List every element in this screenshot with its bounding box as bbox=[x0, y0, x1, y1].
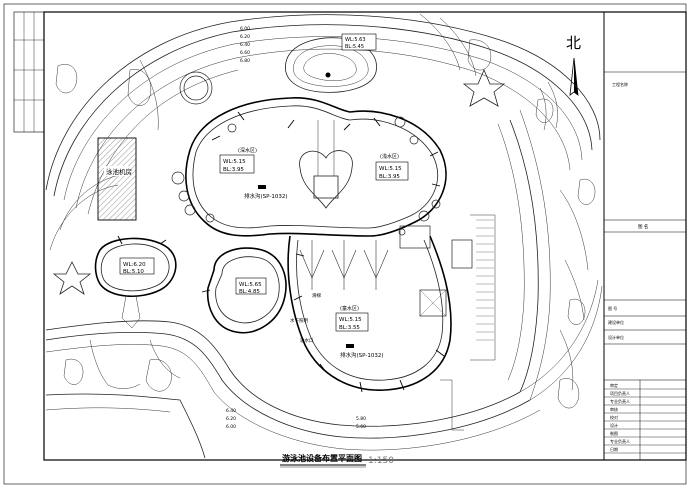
drain-a: 排水沟(SP-1032) bbox=[244, 192, 287, 200]
site-contours bbox=[45, 13, 603, 459]
elev-7: 6.20 bbox=[226, 416, 236, 422]
equipment-ticks bbox=[117, 111, 445, 393]
kids-pool: WL:6.20 BL:5.10 bbox=[94, 237, 177, 329]
drawing-scale: 1:150 bbox=[368, 456, 394, 466]
deep-zone-label: (深水区) bbox=[238, 147, 257, 154]
water-inlet-label: 进水口 bbox=[300, 337, 314, 344]
title-block-discipline-lead: 专业负责人 bbox=[610, 398, 630, 404]
elev-10: 5.60 bbox=[356, 424, 366, 430]
beach-entry-lines bbox=[299, 240, 389, 290]
title-block-date: 日期 bbox=[610, 446, 618, 452]
bl-shallow: BL:3.95 bbox=[379, 174, 400, 180]
title-block-reviewer: 审核 bbox=[610, 406, 618, 412]
title-block-approver: 审定 bbox=[610, 382, 618, 388]
elev-5: 6.80 bbox=[240, 58, 250, 64]
deep-zone-labels: (深水区) WL:5.15 BL:3.95 排水沟(SP-1032) bbox=[219, 147, 287, 200]
wl-shallow: WL:5.15 bbox=[379, 166, 402, 172]
title-block-designer: 设计 bbox=[610, 422, 618, 428]
title-block-discipline-lead-2: 专业负责人 bbox=[610, 438, 630, 444]
elev-8: 6.00 bbox=[226, 424, 236, 430]
title-block-drawing-no: 图 号 bbox=[608, 305, 617, 311]
right-structures bbox=[399, 214, 496, 431]
equipment-room-label: 泳池机房 bbox=[106, 167, 132, 176]
kids-zone-label: (童水区) bbox=[340, 305, 359, 312]
drawing-title-block: 游泳池设备布置平面图 1:150 bbox=[280, 453, 394, 468]
round-features bbox=[171, 71, 441, 236]
elev-6: 6.40 bbox=[226, 408, 236, 414]
shallow-zone-label: (浅水区) bbox=[380, 153, 399, 160]
elev-2: 6.20 bbox=[240, 34, 250, 40]
north-arrow: 北 bbox=[566, 34, 581, 96]
elev-4: 6.60 bbox=[240, 50, 250, 56]
bl-top: BL:5.45 bbox=[345, 44, 364, 50]
elev-1: 6.00 bbox=[240, 26, 250, 32]
bl-kids: BL:5.10 bbox=[123, 269, 144, 275]
bl-main: BL:3.55 bbox=[339, 325, 360, 331]
wl-top: WL:5.63 bbox=[345, 37, 366, 43]
drawing-title: 游泳池设备布置平面图 bbox=[282, 453, 362, 463]
small-round-pool: WL:5.65 BL:4.85 bbox=[206, 247, 287, 334]
title-block-project-lead: 项目负责人 bbox=[610, 390, 630, 396]
inner-border bbox=[43, 11, 687, 461]
north-label: 北 bbox=[566, 34, 581, 52]
main-pool-labels: (童水区) WL:5.15 BL:3.55 排水沟(SP-1032) 滑梯 水下… bbox=[290, 292, 383, 359]
equipment-room: 泳池机房 bbox=[97, 137, 137, 221]
underwater-light-label: 水下照明 bbox=[290, 317, 308, 324]
title-block-drafter: 制图 bbox=[610, 430, 618, 436]
shallow-zone-labels: (浅水区) WL:5.15 BL:3.95 bbox=[375, 153, 409, 181]
title-block-checker: 校对 bbox=[610, 414, 618, 420]
planting-islands bbox=[52, 39, 596, 409]
title-block-project: 工程名称 bbox=[612, 81, 628, 87]
title-block-drawing-name: 图 名 bbox=[638, 223, 648, 230]
wl-main: WL:5.15 bbox=[339, 317, 362, 323]
elevation-labels: 6.00 6.20 6.40 6.60 6.80 6.40 6.20 6.00 … bbox=[226, 26, 366, 430]
binding-strip bbox=[13, 11, 45, 133]
top-island: WL:5.63 BL:5.45 bbox=[285, 33, 377, 93]
main-pool bbox=[185, 97, 452, 391]
bl-small: BL:4.85 bbox=[239, 289, 260, 295]
wl-deep: WL:5.15 bbox=[223, 159, 246, 165]
title-block-client: 建设单位 bbox=[608, 319, 624, 325]
bl-deep: BL:3.95 bbox=[223, 167, 244, 173]
elev-3: 6.40 bbox=[240, 42, 250, 48]
elev-9: 5.80 bbox=[356, 416, 366, 422]
drain-b: 排水沟(SP-1032) bbox=[340, 351, 383, 359]
title-block: 工程名称 图 名 图 号 建设单位 设计单位 审定 项目负责人 专业负责人 审核… bbox=[603, 12, 686, 460]
wl-kids: WL:6.20 bbox=[123, 262, 146, 268]
wl-small: WL:5.65 bbox=[239, 282, 262, 288]
slide-label: 滑梯 bbox=[312, 292, 321, 299]
title-block-designer-org: 设计单位 bbox=[608, 334, 624, 340]
